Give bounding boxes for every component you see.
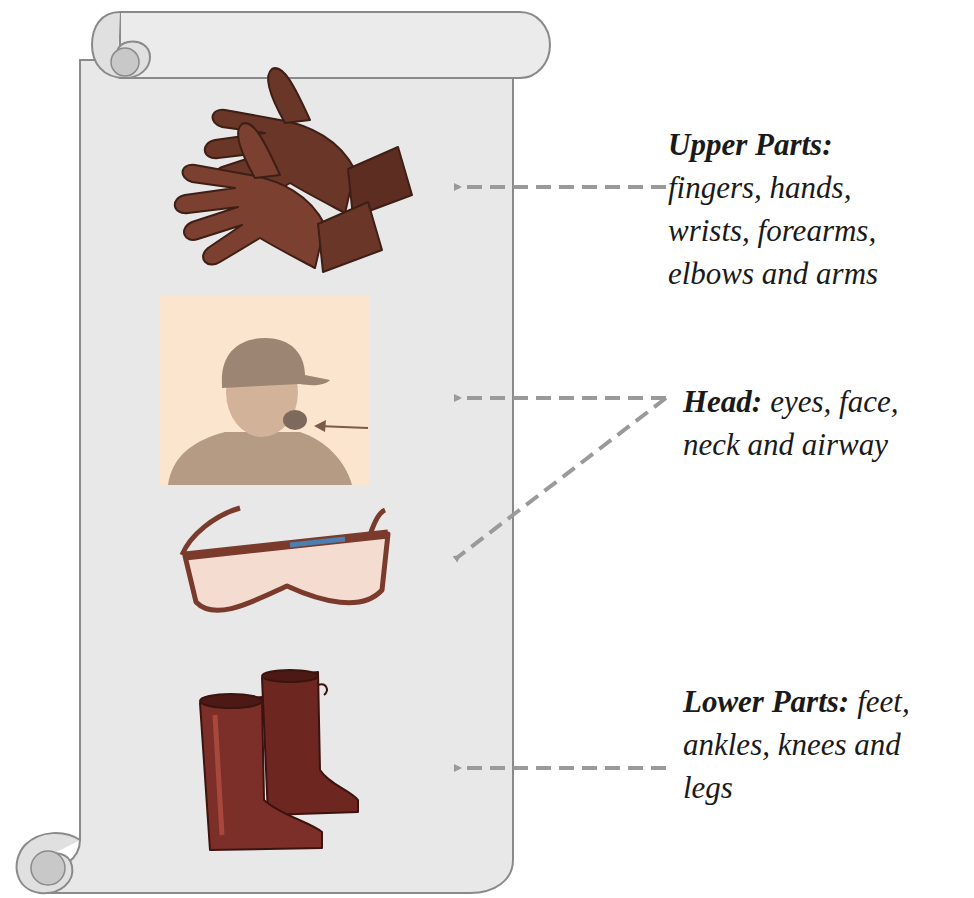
gloves-illustration xyxy=(175,68,412,272)
respirator xyxy=(283,410,307,430)
leader-lines xyxy=(458,187,666,768)
boot-back xyxy=(262,672,358,815)
glove-front xyxy=(175,123,382,272)
section-heading: Lower Parts: xyxy=(683,684,849,719)
scroll-curl-shadow xyxy=(111,48,139,76)
label-group: Upper Parts:fingers, hands, wrists, fore… xyxy=(668,123,926,295)
boot-highlight xyxy=(215,715,222,835)
boots-illustration xyxy=(200,670,358,850)
body-part-list: fingers, hands, wrists, forearms, elbows… xyxy=(668,170,878,291)
boot-opening xyxy=(200,694,262,708)
scroll-top-curl xyxy=(92,12,150,78)
boot-front xyxy=(200,697,322,850)
worker-photo xyxy=(160,295,370,485)
label-group: Head:eyes, face, neck and airway xyxy=(683,380,941,466)
scroll-background xyxy=(17,12,550,893)
goggle-brow-bar xyxy=(185,534,388,556)
section-heading: Upper Parts: xyxy=(668,123,926,166)
glove-thumb xyxy=(268,68,310,123)
goggles-illustration xyxy=(182,508,388,610)
worker-shoulders xyxy=(168,432,352,485)
scroll-curl-shadow xyxy=(31,851,65,885)
glove-thumb xyxy=(238,123,280,178)
glove-hand xyxy=(175,165,325,268)
leader-line xyxy=(458,185,666,189)
pointer-arrowhead xyxy=(314,420,326,432)
label-group: Lower Parts:feet, ankles, knees and legs xyxy=(683,680,941,809)
leader-line xyxy=(458,396,666,400)
pointer-arrow-line xyxy=(318,426,368,428)
boot-opening xyxy=(262,670,318,682)
scroll-bottom-curl xyxy=(17,833,80,893)
worker-cap xyxy=(222,338,330,388)
goggle-blue-strip xyxy=(290,539,345,545)
photo-background xyxy=(160,295,370,485)
boot-loop xyxy=(318,684,327,695)
section-heading: Head: xyxy=(683,384,762,419)
leader-line xyxy=(458,766,666,770)
glove-cuff xyxy=(318,202,382,272)
goggle-lens xyxy=(185,534,388,610)
leader-line xyxy=(458,398,666,557)
scroll-top-roll xyxy=(120,12,550,78)
scroll-body xyxy=(45,60,513,893)
